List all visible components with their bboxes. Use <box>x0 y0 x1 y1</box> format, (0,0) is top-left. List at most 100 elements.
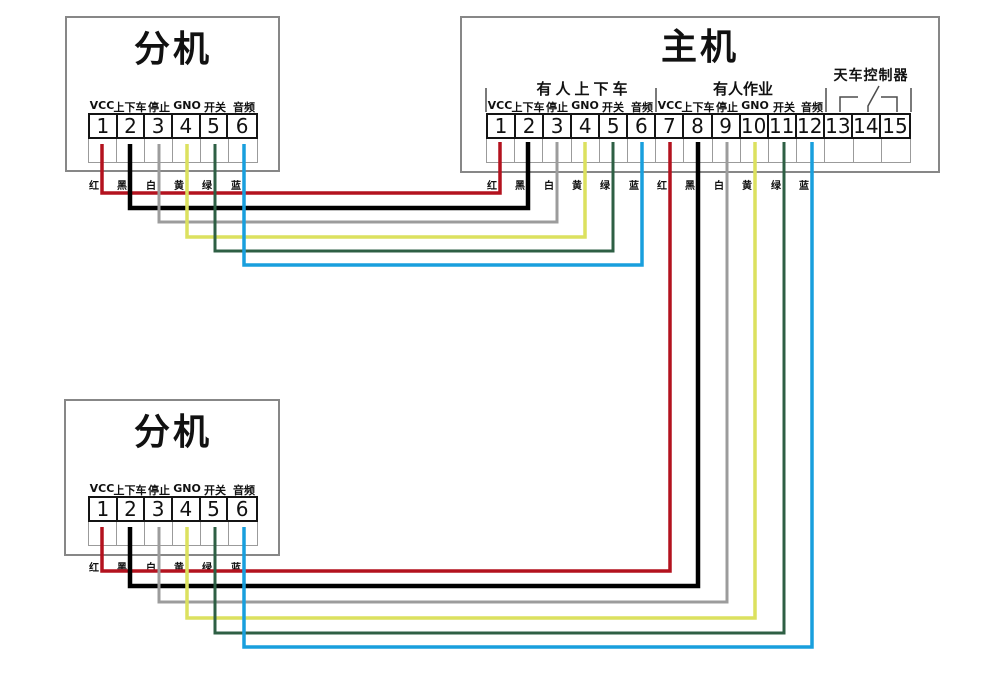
main-pin-label-vcc-1: VCC <box>487 99 513 112</box>
main-pin-label-audio-2: 音频 <box>801 101 823 114</box>
ext1-pin-label-updown: 上下车 <box>113 101 147 114</box>
main-terminal-5: 5 <box>600 115 629 137</box>
sub-cell <box>117 139 145 162</box>
main-terminal-12: 12 <box>797 115 825 137</box>
sub-cell <box>825 139 854 162</box>
ext1-pin-label-audio: 音频 <box>233 101 255 114</box>
main-terminal-10: 10 <box>741 115 769 137</box>
main-terminal-14: 14 <box>853 115 881 137</box>
main-unit-title: 主机 <box>660 27 740 68</box>
sub-cell <box>769 139 798 162</box>
ext1-wire-label-green: 绿 <box>202 181 212 192</box>
terminal-sub-row <box>88 139 258 163</box>
ext1-pin-label-gno: GNO <box>173 99 201 112</box>
main-terminal-11: 11 <box>769 115 797 137</box>
main-wire-label-white-2: 白 <box>714 181 724 192</box>
sub-cell <box>201 522 229 545</box>
ext1-pin-label-stop: 停止 <box>148 101 170 114</box>
ext2-terminal-2: 2 <box>118 498 146 520</box>
main-wire-label-black-1: 黑 <box>515 181 525 192</box>
ext2-wire-label-red: 红 <box>89 563 99 574</box>
main-terminal-4: 4 <box>572 115 601 137</box>
extension2-terminal-strip: 1 2 3 4 5 6 <box>88 496 258 546</box>
main-wire-label-yellow-1: 黄 <box>572 181 582 192</box>
sub-cell <box>89 139 117 162</box>
main-pin-label-vcc-2: VCC <box>657 99 683 112</box>
main-pin-label-gno-2: GNO <box>741 99 769 112</box>
sub-cell <box>145 522 173 545</box>
sub-cell <box>173 139 201 162</box>
sub-cell <box>229 139 257 162</box>
terminal-sub-row <box>486 139 911 163</box>
extension1-terminal-strip: 1 2 3 4 5 6 <box>88 113 258 163</box>
ext2-pin-label-gno: GNO <box>173 482 201 495</box>
main-pin-label-audio-1: 音频 <box>631 101 653 114</box>
sub-cell <box>882 139 910 162</box>
main-terminal-13: 13 <box>825 115 853 137</box>
sub-cell <box>201 139 229 162</box>
ext1-terminal-4: 4 <box>173 115 201 137</box>
ext2-terminal-3: 3 <box>145 498 173 520</box>
terminal-number-row: 1 2 3 4 5 6 7 8 9 10 11 12 13 14 15 <box>486 113 911 139</box>
main-wire-label-red-2: 红 <box>657 181 667 192</box>
ext2-terminal-4: 4 <box>173 498 201 520</box>
wire-ext2-blue <box>242 142 814 649</box>
ext2-terminal-1: 1 <box>90 498 118 520</box>
main-wire-label-blue-1: 蓝 <box>629 181 639 192</box>
sub-cell <box>684 139 713 162</box>
terminal-sub-row <box>88 522 258 546</box>
terminal-number-row: 1 2 3 4 5 6 <box>88 113 258 139</box>
main-terminal-7: 7 <box>656 115 685 137</box>
ext2-wire-label-blue: 蓝 <box>231 563 241 574</box>
terminal-number-row: 1 2 3 4 5 6 <box>88 496 258 522</box>
main-pin-label-switch-2: 开关 <box>773 101 795 114</box>
main-wire-label-white-1: 白 <box>544 181 554 192</box>
main-pin-label-switch-1: 开关 <box>602 101 624 114</box>
main-wire-label-green-2: 绿 <box>771 181 781 192</box>
sub-cell <box>145 139 173 162</box>
sub-cell <box>600 139 628 162</box>
ext2-pin-label-vcc: VCC <box>89 482 115 495</box>
main-terminal-3: 3 <box>544 115 573 137</box>
sub-cell <box>572 139 600 162</box>
ext1-terminal-1: 1 <box>90 115 118 137</box>
ext1-terminal-5: 5 <box>201 115 229 137</box>
ext1-wire-label-black: 黑 <box>117 181 127 192</box>
main-pin-label-updown-1: 上下车 <box>511 101 545 114</box>
ext2-terminal-6: 6 <box>235 497 249 521</box>
ext1-wire-label-blue: 蓝 <box>231 181 241 192</box>
ext1-terminal-2: 2 <box>118 115 146 137</box>
ext2-wire-label-black: 黑 <box>117 563 127 574</box>
extension2-title: 分机 <box>133 412 213 453</box>
sub-cell <box>543 139 572 162</box>
group-label-working: 有人作业 <box>712 80 774 98</box>
ext1-terminal-3: 3 <box>145 115 173 137</box>
main-wire-label-red-1: 红 <box>487 181 497 192</box>
group-label-boarding: 有人上下车 <box>536 80 632 98</box>
ext1-pin-label-vcc: VCC <box>89 99 115 112</box>
sub-cell <box>173 522 201 545</box>
sub-cell <box>89 522 117 545</box>
main-terminal-8: 8 <box>684 115 713 137</box>
main-wire-label-black-2: 黑 <box>685 181 695 192</box>
ext1-wire-label-yellow: 黄 <box>174 181 184 192</box>
sub-cell <box>797 139 826 162</box>
main-pin-label-updown-2: 上下车 <box>681 101 715 114</box>
sub-cell <box>656 139 685 162</box>
ext1-wire-label-white: 白 <box>146 181 156 192</box>
main-pin-label-gno-1: GNO <box>571 99 599 112</box>
ext1-pin-label-switch: 开关 <box>204 101 226 114</box>
extension1-title: 分机 <box>133 29 213 70</box>
sub-cell <box>515 139 544 162</box>
wire-ext2-green <box>213 142 786 635</box>
sub-cell <box>628 139 657 162</box>
ext2-wire-label-green: 绿 <box>202 563 212 574</box>
ext2-wire-label-white: 白 <box>146 563 156 574</box>
sub-cell <box>117 522 145 545</box>
ext2-wire-label-yellow: 黄 <box>174 563 184 574</box>
main-terminal-6: 6 <box>628 115 657 137</box>
main-terminal-9: 9 <box>713 115 741 137</box>
ext1-wire-label-red: 红 <box>89 181 99 192</box>
sub-cell <box>487 139 516 162</box>
